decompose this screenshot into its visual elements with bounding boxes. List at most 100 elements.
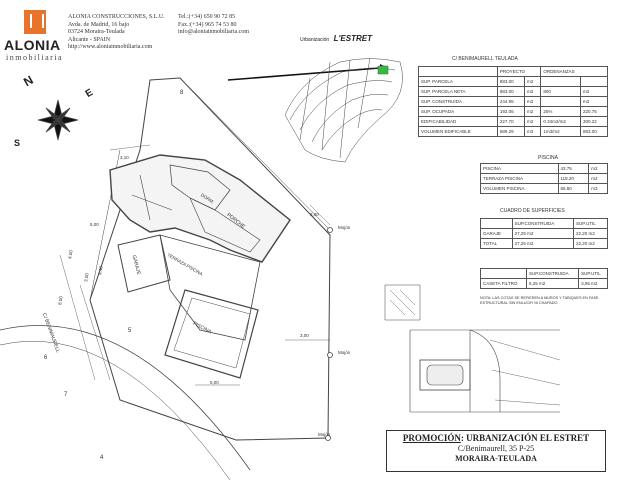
table-note: NOTA: LAS COTAS SE REFIEREN A MUROS Y TA… xyxy=(480,296,599,305)
promotion-town: MORAIRA-TEULADA xyxy=(455,454,537,463)
dimension-label: 5,00 xyxy=(210,380,219,385)
table-cell: 22,20 m2 xyxy=(573,238,608,249)
table-cell: SUP. OCUPADA xyxy=(418,106,498,117)
table-header: PROYECTO xyxy=(496,66,542,77)
table-cell: 800 xyxy=(540,86,581,97)
table-cell: SUP. PARCELA NETA xyxy=(418,86,498,97)
compass-south: S xyxy=(14,138,21,148)
dimension-label: 3,00 xyxy=(310,212,319,217)
fax-line: Fax.:(+34) 965 74 53 80 xyxy=(178,21,237,28)
plot-boundary xyxy=(89,77,331,441)
table-cell: 43.75 xyxy=(557,163,590,174)
compass-rose xyxy=(37,99,79,141)
table-header xyxy=(418,66,498,77)
dimension-label: 3,10 xyxy=(120,155,129,160)
promotion-label: PROMOCIÓN xyxy=(402,433,461,443)
table-cell: m2 xyxy=(524,106,542,117)
address-line: Alicante - SPAIN xyxy=(68,36,111,43)
promotion-name: : URBANIZACIÓN EL ESTRET xyxy=(460,433,590,443)
table-header xyxy=(480,268,527,279)
table-cell: 118.20 xyxy=(557,173,590,184)
table-cell: SUP. CONSTRUIDA xyxy=(418,96,498,107)
table-cell xyxy=(540,76,581,87)
table-cell: 883.00 xyxy=(496,86,526,97)
company-contact: Tel.:(+34) 650 90 72 85 Fax.:(+34) 965 7… xyxy=(178,14,249,37)
address-line: Avda. de Madrid, 16 bajo xyxy=(68,21,130,28)
website-link[interactable]: http://www.aloniainmobiliaria.com xyxy=(68,44,153,50)
table-cell: m2 xyxy=(524,86,542,97)
table-cell: m3 xyxy=(588,183,608,194)
piscina-title: PISCINA xyxy=(538,155,559,161)
table-cell: 25% xyxy=(540,106,581,117)
table-cell: m2 xyxy=(524,96,542,107)
plot-number: 7 xyxy=(64,392,68,398)
mojon-label: Mojón xyxy=(338,225,351,230)
table-cell: 22,20 m2 xyxy=(573,228,608,239)
table-cell: EDIFICABILIDAD xyxy=(418,116,498,127)
table-cell: 65.60 xyxy=(557,183,590,194)
mojon-label: Mojón xyxy=(318,432,331,437)
company-logo: ALONIA inmobiliaria xyxy=(4,4,64,64)
site-address-top: C/ BENIMAURELL TEULADA xyxy=(452,56,518,62)
logo-name: ALONIA xyxy=(4,37,61,53)
mojon-label: Mojón xyxy=(338,350,351,355)
table-header: SUP.UTIL xyxy=(578,268,608,279)
house-outline xyxy=(109,154,291,263)
table-cell: 27,25 m2 xyxy=(511,238,575,249)
email-link[interactable]: info@aloniainmobiliaria.com xyxy=(178,29,250,35)
plot-number: 6 xyxy=(44,355,48,361)
table-cell: m2 xyxy=(588,173,608,184)
table-cell: 227.70 xyxy=(496,116,526,127)
table-cell: 5,25 m2 xyxy=(525,278,580,289)
table-cell: 220.75 xyxy=(579,106,609,117)
superficies-title: CUADRO DE SUPERFICIES xyxy=(500,208,565,214)
table-cell: 27,25 m2 xyxy=(511,228,575,239)
urbanizacion-name: L'ESTRET xyxy=(333,34,372,43)
table-cell: m2 xyxy=(588,163,608,174)
table-cell: 1m3/m2 xyxy=(540,126,581,137)
logo-subtitle: inmobiliaria xyxy=(6,53,64,62)
promotion-title: PROMOCIÓN: URBANIZACIÓN EL ESTRET xyxy=(387,433,605,443)
table-cell: 589.29 xyxy=(496,126,526,137)
table-cell: CASETA FILTRO xyxy=(480,278,527,289)
table-header: ORDENANZAS xyxy=(540,66,608,77)
dimension-label: 3,00 xyxy=(300,333,309,338)
table-cell: 300.22 xyxy=(579,116,609,127)
table-cell: VOLUMEN EDIFICABLE xyxy=(418,126,498,137)
table-cell: 883.00 xyxy=(579,126,609,137)
promotion-address: C/Benimaurell, 35 P-25 xyxy=(457,444,535,453)
garage-outline xyxy=(117,234,171,293)
table-header xyxy=(480,218,513,229)
table-cell: 244.95 xyxy=(496,96,526,107)
table-header: SUP.CONSTRUIDA xyxy=(511,218,575,229)
table-cell: m2 xyxy=(524,116,542,127)
street-curve xyxy=(0,325,251,471)
table-cell xyxy=(579,76,609,87)
table-cell: TOTAL xyxy=(480,238,513,249)
phone-line: Tel.:(+34) 650 90 72 85 xyxy=(178,14,236,20)
table-cell: VOLUMEN PISCINA xyxy=(480,183,559,194)
table-cell: 192.05 xyxy=(496,106,526,117)
table-cell xyxy=(540,96,581,107)
table-cell: 883.00 xyxy=(496,76,526,87)
table-header: SUP.UTIL xyxy=(573,218,608,229)
access-sketch xyxy=(384,284,561,413)
terrace-outline xyxy=(159,234,261,341)
promotion-box: PROMOCIÓN: URBANIZACIÓN EL ESTRET C/Beni… xyxy=(386,430,606,472)
urbanizacion-label: Urbanización xyxy=(300,37,330,43)
plot-number: 4 xyxy=(100,455,104,461)
